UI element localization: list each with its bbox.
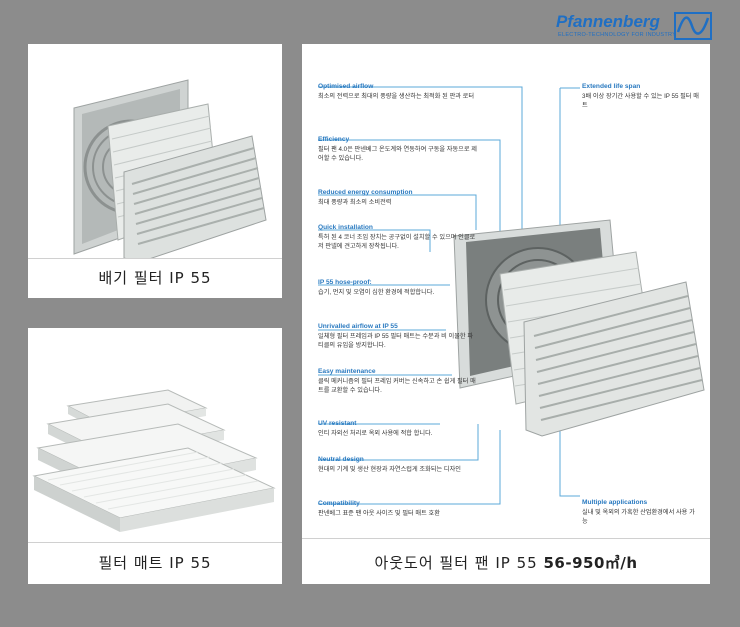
feature-title: Easy maintenance (318, 368, 376, 375)
brochure-caption: 아웃도어 필터 팬 IP 55 56-950㎥/h (302, 552, 710, 573)
feature-desc: 최대 풍량과 최소의 소비전력 (318, 199, 392, 206)
brochure-caption-divider (302, 538, 710, 539)
brand-wave-icon (674, 12, 712, 40)
filter-fan-image (453, 219, 705, 437)
feature-title: Reduced energy consumption (318, 189, 413, 196)
brochure-caption-text: 아웃도어 필터 팬 IP 55 (374, 554, 538, 572)
filter-mat-image (28, 328, 282, 542)
exhaust-filter-image (28, 44, 282, 258)
feature-desc: 현대의 기계 및 생산 현장과 자연스럽게 조화되는 디자인 (318, 466, 461, 473)
exhaust-filter-card: 배기 필터 IP 55 (28, 44, 282, 298)
feature-title: Efficiency (318, 136, 350, 143)
feature-desc: 실내 및 옥외의 가혹한 산업환경에서 사용 가능 (582, 509, 695, 525)
exhaust-filter-caption: 배기 필터 IP 55 (98, 269, 212, 287)
brand-block: Pfannenberg ELECTRO-TECHNOLOGY FOR INDUS… (556, 12, 716, 42)
feature-efficiency: Efficiency 필터 팬 4.0은 판넨베그 온도계와 연동하여 구동을 … (318, 135, 478, 163)
feature-desc: 판넨베그 표준 팬 아웃 사이즈 및 필터 매트 호환 (318, 510, 440, 517)
feature-desc: 특허 된 4 코너 조임 장치는 공구없이 설치할 수 있으며 인클로저 판넬에… (318, 234, 476, 250)
feature-title: Optimised airflow (318, 83, 374, 90)
filter-mat-caption: 필터 매트 IP 55 (98, 554, 212, 572)
feature-unrivalled-airflow: Unrivalled airflow at IP 55 일체형 필터 프레임과 … (318, 322, 478, 350)
feature-title: IP 55 hose-proof: (318, 279, 372, 286)
feature-extended-life-span: Extended life span 3배 이상 장기간 사용할 수 있는 IP… (582, 82, 700, 110)
brand-name: Pfannenberg (556, 12, 660, 31)
feature-neutral-design: Neutral design 현대의 기계 및 생산 현장과 자연스럽게 조화되… (318, 455, 478, 475)
feature-title: Neutral design (318, 456, 364, 463)
feature-desc: 인티 자외선 처리로 옥외 사용에 적합 합니다. (318, 430, 433, 437)
brochure-caption-value: 56-950㎥/h (543, 554, 638, 572)
feature-desc: 습기, 먼지 및 오염이 심한 환경에 적합합니다. (318, 289, 435, 296)
feature-title: Compatibility (318, 500, 360, 507)
feature-desc: 필터 팬 4.0은 판넨베그 온도계와 연동하여 구동을 자동으로 제어할 수 … (318, 146, 477, 162)
feature-multiple-applications: Multiple applications 실내 및 옥외의 가혹한 산업환경에… (582, 498, 700, 526)
feature-easy-maintenance: Easy maintenance 클릭 메커니즘의 필터 프레임 커버는 신속하… (318, 367, 478, 395)
feature-desc: 최소의 전력으로 최대의 풍량을 생산하는 최적화 된 판과 로터 (318, 93, 475, 100)
filter-mat-card: 필터 매트 IP 55 (28, 328, 282, 584)
feature-uv-resistant: UV resistant 인티 자외선 처리로 옥외 사용에 적합 합니다. (318, 419, 478, 439)
feature-quick-installation: Quick installation 특허 된 4 코너 조임 장치는 공구없이… (318, 223, 478, 251)
feature-title: Multiple applications (582, 499, 648, 506)
feature-title: Extended life span (582, 83, 641, 90)
feature-compatibility: Compatibility 판넨베그 표준 팬 아웃 사이즈 및 필터 매트 호… (318, 499, 488, 519)
brand-tagline: ELECTRO-TECHNOLOGY FOR INDUSTRY (558, 32, 677, 38)
feature-title: Quick installation (318, 224, 373, 231)
feature-title: UV resistant (318, 420, 357, 427)
feature-ip55-hose-proof: IP 55 hose-proof: 습기, 먼지 및 오염이 심한 환경에 적합… (318, 278, 478, 298)
feature-optimised-airflow: Optimised airflow 최소의 전력으로 최대의 풍량을 생산하는 … (318, 82, 478, 102)
feature-title: Unrivalled airflow at IP 55 (318, 323, 398, 330)
feature-desc: 3배 이상 장기간 사용할 수 있는 IP 55 필터 매트 (582, 93, 699, 109)
feature-desc: 일체형 필터 프레임과 IP 55 필터 매트는 수분과 비 이물한 파티클의 … (318, 333, 474, 349)
feature-desc: 클릭 메커니즘의 필터 프레임 커버는 신속하고 손 쉽게 필터 매트를 교환할… (318, 378, 476, 394)
feature-reduced-energy: Reduced energy consumption 최대 풍량과 최소의 소비… (318, 188, 478, 208)
